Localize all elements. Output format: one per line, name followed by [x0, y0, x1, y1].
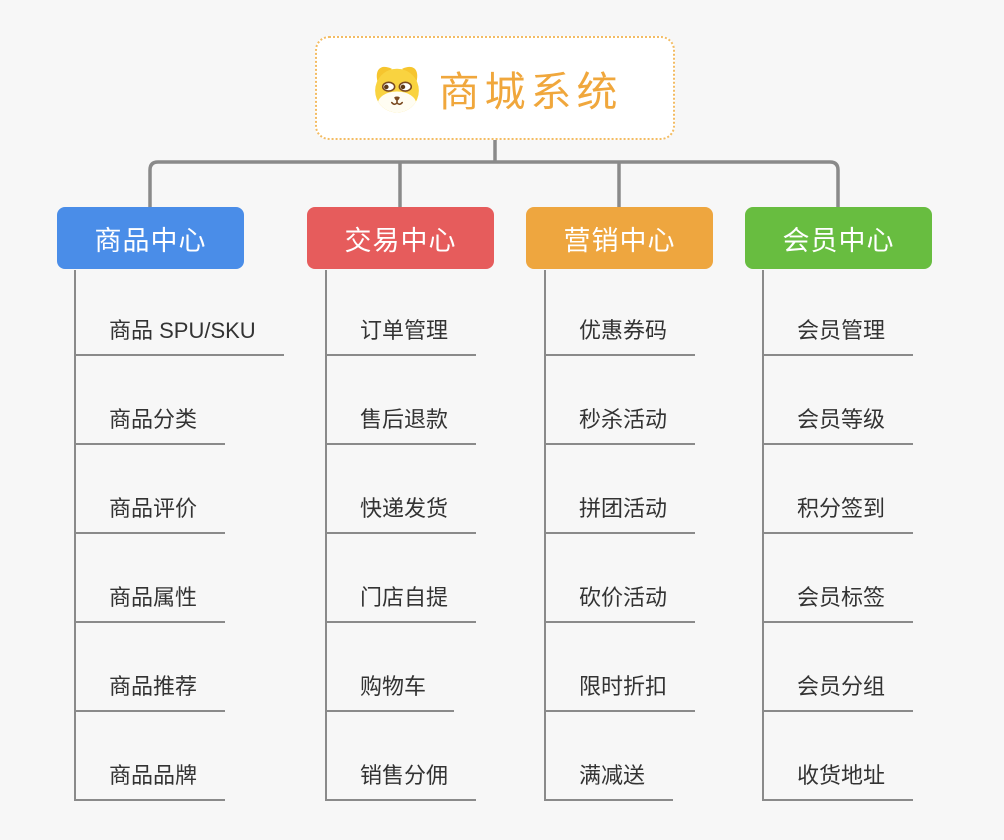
root-topic[interactable]: 商城系统 — [315, 36, 675, 140]
subtopic[interactable]: 限时折扣 — [546, 623, 696, 712]
subtopic[interactable]: 商品属性 — [76, 534, 226, 623]
branch-topic-label: 会员中心 — [782, 225, 895, 256]
subtopic[interactable]: 门店自提 — [327, 534, 477, 623]
subtopic[interactable]: 砍价活动 — [546, 534, 696, 623]
subtopic[interactable]: 满减送 — [546, 712, 674, 801]
subtopic[interactable]: 会员管理 — [764, 270, 914, 356]
subtopic[interactable]: 会员等级 — [764, 356, 914, 445]
subtopic[interactable]: 商品评价 — [76, 445, 226, 534]
subtopic[interactable]: 商品分类 — [76, 356, 226, 445]
subtopic[interactable]: 积分签到 — [764, 445, 914, 534]
subtopic[interactable]: 销售分佣 — [327, 712, 477, 801]
connector-horizontal-rail — [148, 160, 840, 208]
subtopic[interactable]: 商品推荐 — [76, 623, 226, 712]
subtopic[interactable]: 售后退款 — [327, 356, 477, 445]
branch-children-products: 商品 SPU/SKU 商品分类 商品评价 商品属性 商品推荐 商品品牌 — [74, 270, 284, 801]
subtopic[interactable]: 订单管理 — [327, 270, 477, 356]
subtopic[interactable]: 优惠券码 — [546, 270, 696, 356]
branch-topic-members[interactable]: 会员中心 — [745, 207, 932, 269]
subtopic[interactable]: 秒杀活动 — [546, 356, 696, 445]
branch-topic-label: 商品中心 — [94, 225, 207, 256]
branch-topic-trade[interactable]: 交易中心 — [307, 207, 494, 269]
subtopic[interactable]: 购物车 — [327, 623, 455, 712]
branch-children-marketing: 优惠券码 秒杀活动 拼团活动 砍价活动 限时折扣 满减送 — [544, 270, 696, 801]
root-topic-title: 商城系统 — [438, 69, 623, 115]
subtopic[interactable]: 拼团活动 — [546, 445, 696, 534]
subtopic[interactable]: 商品 SPU/SKU — [76, 270, 284, 356]
subtopic[interactable]: 会员分组 — [764, 623, 914, 712]
branch-topic-label: 营销中心 — [563, 225, 676, 256]
subtopic[interactable]: 收货地址 — [764, 712, 914, 801]
dog-face-icon — [368, 60, 426, 116]
subtopic[interactable]: 会员标签 — [764, 534, 914, 623]
branch-children-members: 会员管理 会员等级 积分签到 会员标签 会员分组 收货地址 — [762, 270, 914, 801]
subtopic[interactable]: 快递发货 — [327, 445, 477, 534]
branch-children-trade: 订单管理 售后退款 快递发货 门店自提 购物车 销售分佣 — [325, 270, 477, 801]
subtopic[interactable]: 商品品牌 — [76, 712, 226, 801]
branch-topic-marketing[interactable]: 营销中心 — [526, 207, 713, 269]
branch-topic-label: 交易中心 — [344, 225, 457, 256]
branch-topic-products[interactable]: 商品中心 — [57, 207, 244, 269]
